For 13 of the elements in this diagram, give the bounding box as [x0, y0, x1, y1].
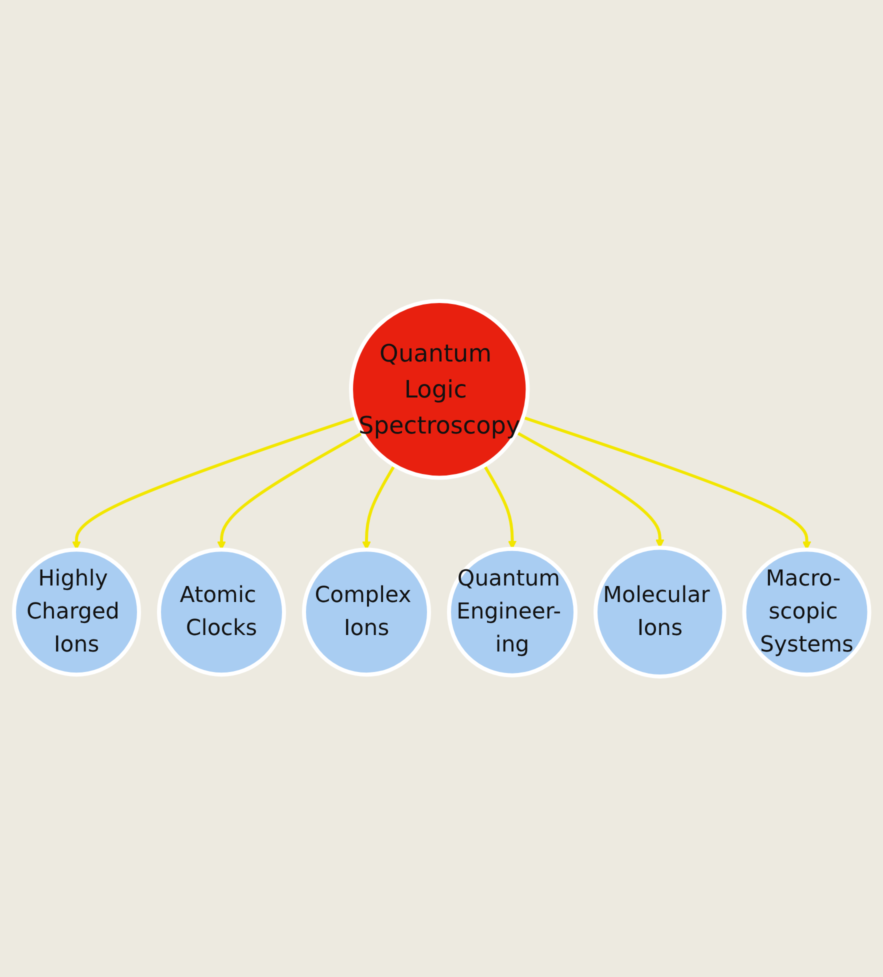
- node-circle: Quantum Logic Spectroscopy: [348, 298, 530, 480]
- node-circle: Complex Ions: [302, 547, 431, 676]
- arrow: [216, 431, 364, 550]
- arrow: [482, 464, 516, 549]
- node-circle: Highly Charged Ions: [12, 547, 141, 676]
- arrow: [72, 416, 356, 550]
- node-circle: Molecular Ions: [593, 545, 726, 678]
- arrow: [522, 416, 812, 550]
- arrow: [516, 430, 664, 548]
- arrow: [362, 464, 396, 550]
- node-circle: Macro- scopic Systems: [742, 547, 872, 676]
- node-circle: Quantum Engineer- ing: [446, 546, 578, 678]
- node-circle: Atomic Clocks: [156, 547, 286, 676]
